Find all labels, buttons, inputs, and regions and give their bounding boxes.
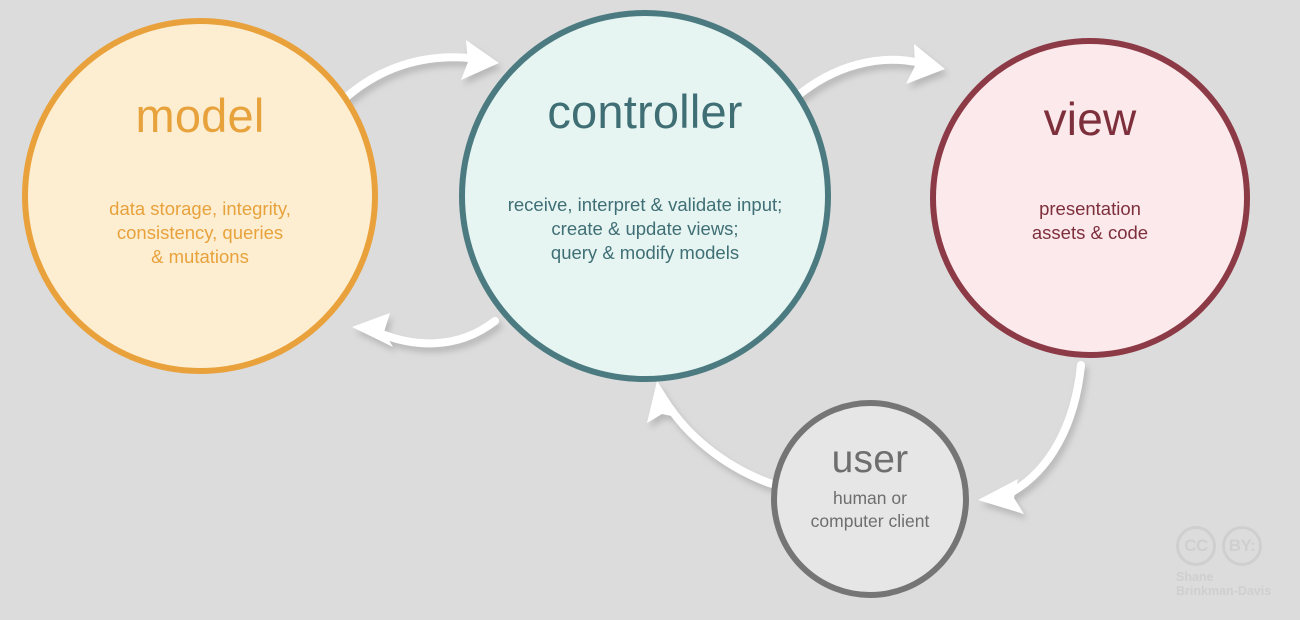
- node-user-title: user: [831, 438, 909, 481]
- arrow-model-to-controller: [338, 40, 499, 105]
- node-view-title: view: [1043, 93, 1137, 145]
- arrow-controller-to-model: [352, 313, 499, 348]
- arrow-user-to-controller: [647, 381, 779, 489]
- node-controller[interactable]: controller receive, interpret & validate…: [459, 10, 831, 382]
- arrow-controller-to-view: [791, 44, 945, 102]
- node-model[interactable]: model data storage, integrity,consistenc…: [22, 18, 378, 374]
- cc-marks: CC BY:: [1176, 526, 1288, 566]
- node-model-title: model: [135, 89, 265, 142]
- cc-icon: CC: [1176, 526, 1216, 566]
- node-controller-title: controller: [547, 85, 743, 138]
- attribution-author-line-2: Brinkman-Davis: [1176, 584, 1272, 598]
- attribution-author: Shane Brinkman-Davis: [1176, 570, 1288, 598]
- creative-commons-badge[interactable]: CC BY: Shane Brinkman-Davis: [1176, 526, 1288, 610]
- attribution-author-line-1: Shane: [1176, 570, 1214, 584]
- node-controller-description: receive, interpret & validate input;crea…: [507, 194, 783, 264]
- node-model-description: data storage, integrity,consistency, que…: [109, 198, 291, 268]
- cc-by-icon: BY:: [1222, 526, 1262, 566]
- arrow-view-to-user: [978, 361, 1085, 514]
